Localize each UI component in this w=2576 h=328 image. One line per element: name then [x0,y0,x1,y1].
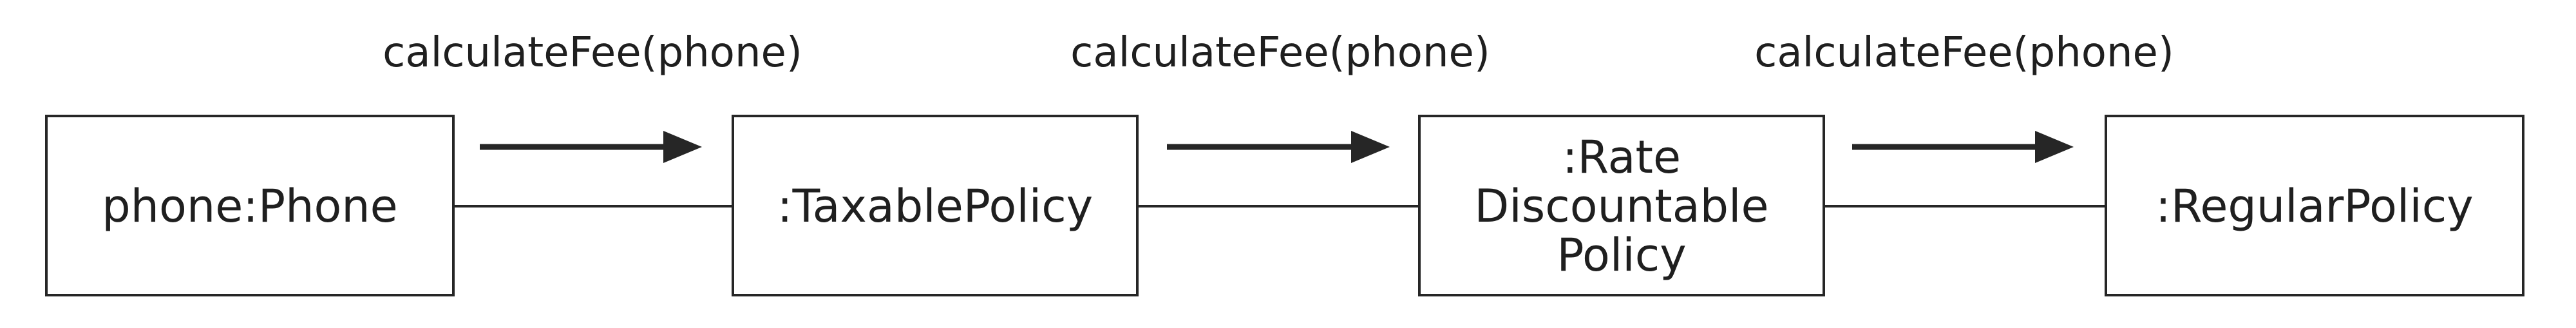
object-taxable-policy: :TaxablePolicy [732,115,1139,296]
object-rate-discountable-policy: :Rate Discountable Policy [1418,115,1825,296]
message-label-2: calculateFee(phone) [1070,29,1490,77]
object-rate-discountable-policy-line-2: Discountable [1474,180,1768,233]
object-regular-policy: :RegularPolicy [2105,115,2524,296]
object-rate-discountable-policy-line-3: Policy [1557,229,1686,282]
message-label-1: calculateFee(phone) [383,29,802,77]
object-regular-policy-label: :RegularPolicy [2155,180,2473,233]
message-arrow-3 [1852,131,2074,163]
message-arrow-2 [1167,131,1390,163]
object-phone-label: phone:Phone [102,180,397,233]
object-phone: phone:Phone [45,115,455,296]
message-label-3: calculateFee(phone) [1754,29,2174,77]
message-arrow-1 [480,131,702,163]
object-rate-discountable-policy-line-1: :Rate [1562,131,1681,184]
object-taxable-policy-label: :TaxablePolicy [777,180,1093,233]
